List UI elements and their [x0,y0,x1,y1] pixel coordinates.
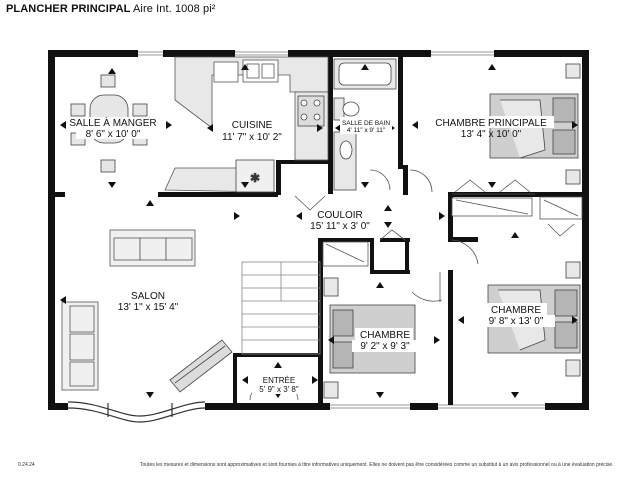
interior-walls [55,57,582,410]
room-name: ENTRÉE [263,376,295,385]
room-dims: 11' 7" x 10' 2" [222,132,282,143]
room-name: COULOIR [317,210,363,221]
master-closet [451,179,535,217]
windows [138,51,545,409]
kitchen-sink [213,59,279,83]
bath-vanity [333,131,357,191]
sofa-left [61,301,99,391]
room-dims: 9' 8" x 13' 0" [489,316,544,327]
room-name: CHAMBRE [491,305,541,316]
room-cuisine: CUISINE 11' 7" x 10' 2" [222,120,282,143]
room-entree: ENTRÉE 5' 9" x 3' 8" [252,375,306,394]
room-salle-de-bain: SALLE DE BAIN 4' 11" x 9' 11" [340,117,392,134]
stove [297,95,325,127]
dimension-arrows [60,64,578,398]
toilet [333,97,360,121]
room-dims: 4' 11" x 9' 11" [347,127,386,134]
room-dims: 9' 2" x 9' 3" [360,341,410,352]
floor-area: Aire Int. 1008 pi² [133,3,216,15]
room-labels: SALLE À MANGER 8' 6" x 10' 0" CUISINE 11… [67,116,555,394]
right-bedroom-furniture [565,261,581,377]
room-chambre-centre: CHAMBRE 9' 2" x 9' 3" [352,328,418,352]
sofa-top [109,229,196,267]
bay-window [67,401,206,423]
master-nightstands [565,63,581,185]
room-chambre-droite: CHAMBRE 9' 8" x 13' 0" [479,303,555,327]
room-dims: 13' 1" x 15' 4" [118,302,179,313]
room-dims: 5' 9" x 3' 8" [259,385,299,394]
right-bedroom-closet [539,196,583,237]
room-name: CHAMBRE PRINCIPALE [435,118,547,129]
plan-header: PLANCHER PRINCIPAL Aire Int. 1008 pi² [6,3,216,15]
outer-walls [48,50,589,410]
room-dims: 15' 11" x 3' 0" [310,221,370,232]
room-chambre-principale: CHAMBRE PRINCIPALE 13' 4" x 10' 0" [428,116,554,140]
fridge: ✱ [235,159,275,193]
room-dims: 8' 6" x 10' 0" [86,129,141,140]
disclaimer-text: Toutes les mesures et dimensions sont ap… [140,462,614,468]
room-couloir: COULOIR 15' 11" x 3' 0" [300,209,382,232]
center-bedroom-furniture [323,277,339,399]
room-salle-a-manger: SALLE À MANGER 8' 6" x 10' 0" [67,116,159,140]
door-swings [249,169,479,401]
version-label: 0.24.24 [18,462,35,468]
stairs [241,261,321,355]
tv-unit [169,339,233,393]
room-name: CUISINE [232,120,273,131]
center-bedroom-closet [322,241,369,267]
room-salon: SALON 13' 1" x 15' 4" [118,291,179,313]
room-dims: 13' 4" x 10' 0" [461,129,522,140]
room-name: SALLE DE BAIN [342,120,390,127]
svg-text:✱: ✱ [250,171,260,185]
room-name: CHAMBRE [360,330,410,341]
bathtub [333,58,397,90]
room-name: SALLE À MANGER [69,116,156,129]
room-name: SALON [131,291,165,302]
floor-title: PLANCHER PRINCIPAL [6,3,131,15]
